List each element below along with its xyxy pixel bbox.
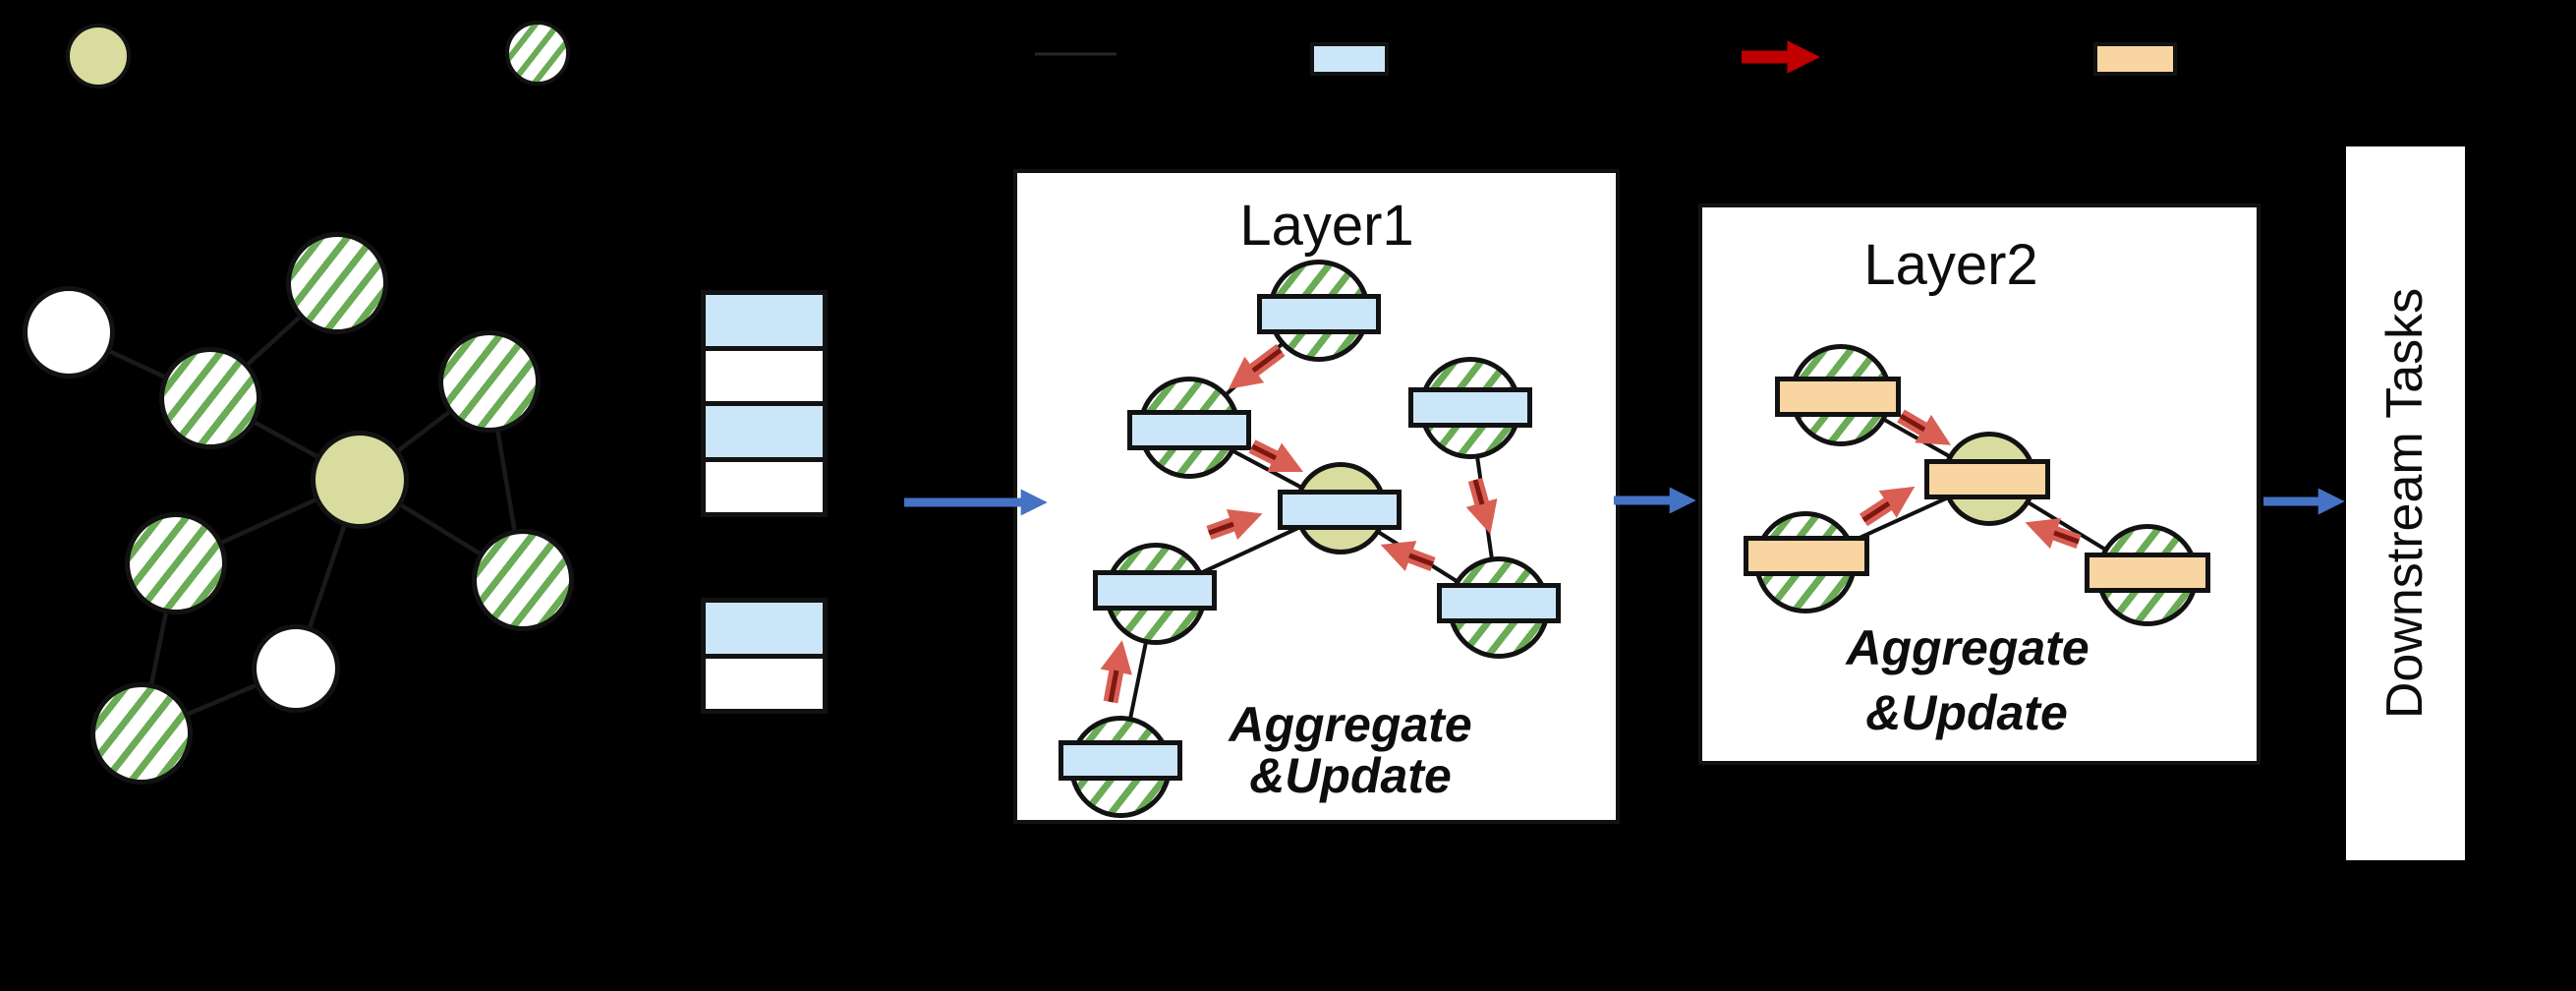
legend-blue-feature-swatch [1310, 42, 1389, 76]
layer2-feature-chip [1744, 536, 1869, 576]
graph-node-unlabeled [252, 624, 340, 713]
layer2-feature-chip [2085, 553, 2210, 593]
layer1-target-feature-chip [1278, 490, 1402, 530]
feature-matrix-stack-small [701, 598, 828, 714]
layer2-feature-chip [1775, 377, 1901, 417]
feature-matrix-stack [701, 290, 828, 517]
feature-row [706, 345, 823, 401]
legend-target-node-swatch [66, 24, 131, 88]
graph-node-hatched [438, 330, 541, 433]
layer1-feature-chip [1127, 410, 1251, 450]
graph-node-unlabeled [23, 286, 115, 379]
feature-row [706, 603, 823, 654]
feature-row [706, 653, 823, 709]
layer1-caption-line2: &Update [1249, 748, 1452, 803]
layer1-feature-chip [1093, 570, 1217, 611]
legend-orange-feature-swatch [2093, 42, 2177, 76]
downstream-tasks-box [2346, 146, 2465, 860]
graph-node-hatched [90, 682, 193, 785]
layer2-caption-line2: &Update [1865, 685, 2068, 740]
layer1-title: Layer1 [1239, 194, 1414, 258]
graph-node-hatched [286, 232, 388, 334]
graph-node-hatched [159, 347, 261, 449]
layer2-title: Layer2 [1863, 233, 2038, 297]
feature-row [706, 295, 823, 346]
layer1-feature-chip [1408, 387, 1532, 428]
graph-node-target [311, 431, 409, 529]
layer1-feature-chip [1437, 583, 1561, 623]
feature-row [706, 401, 823, 457]
layer1-feature-chip [1257, 294, 1381, 334]
legend-hatched-node-swatch [505, 21, 570, 86]
layer2-target-feature-chip [1924, 459, 2050, 499]
graph-node-hatched [472, 529, 574, 631]
graph-node-hatched [125, 512, 227, 614]
layer1-caption-line1: Aggregate [1229, 697, 1472, 752]
downstream-tasks-label: Downstream Tasks [2376, 287, 2433, 720]
layer1-feature-chip [1059, 740, 1182, 781]
feature-row [706, 456, 823, 512]
layer2-caption-line1: Aggregate [1846, 620, 2089, 675]
